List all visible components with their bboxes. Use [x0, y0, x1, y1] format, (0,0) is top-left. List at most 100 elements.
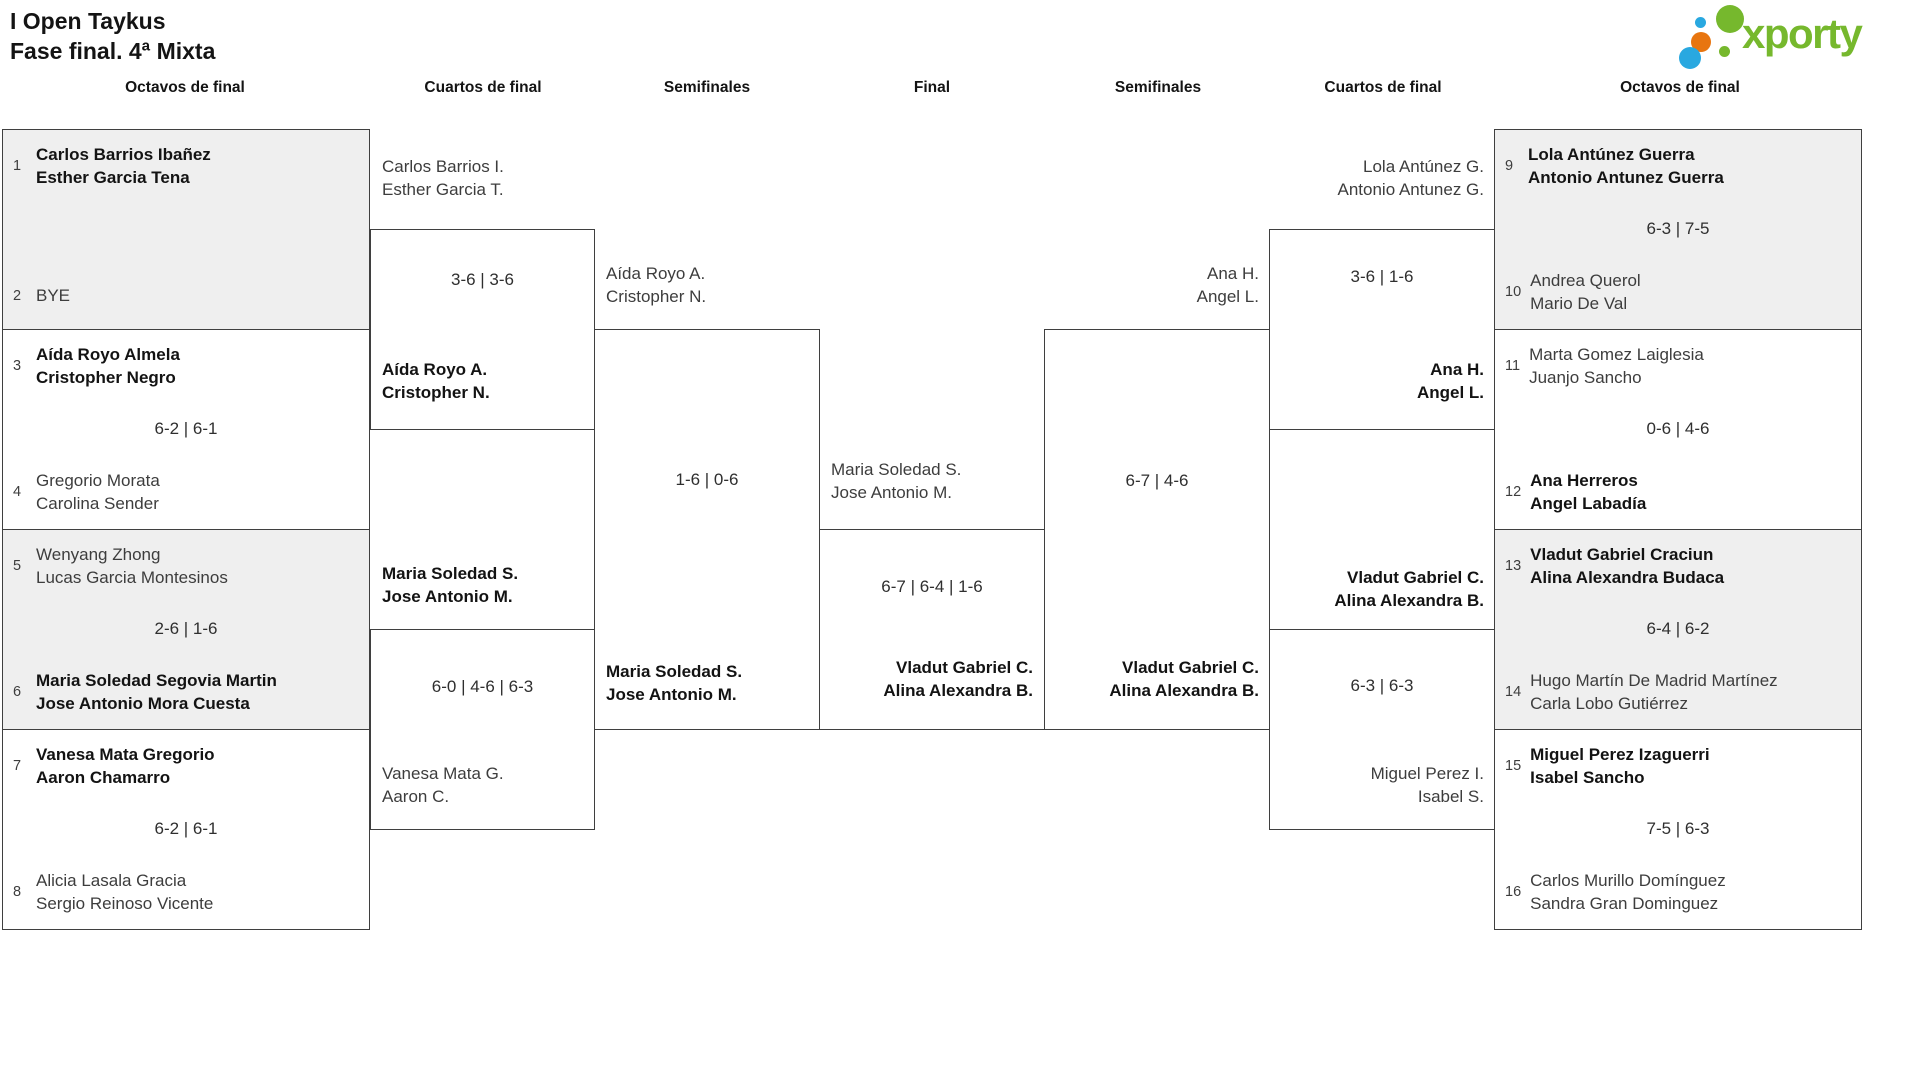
player-name: Carlos Murillo Domínguez [1530, 871, 1726, 890]
player-name: Angel Labadía [1530, 494, 1647, 513]
player-name: Maria Soledad S. [606, 662, 743, 681]
player-name: Aída Royo Almela [36, 345, 180, 364]
player-name: Carolina Sender [36, 494, 159, 513]
team-13: 13 Vladut Gabriel Craciun Alina Alexandr… [1505, 543, 1724, 589]
player-name: Sandra Gran Dominguez [1530, 894, 1719, 913]
player-name: Maria Soledad Segovia Martin [36, 671, 277, 690]
player-name: Alina Alexandra B. [1334, 591, 1484, 610]
player-name: Aaron C. [382, 787, 450, 806]
player-name: Juanjo Sancho [1529, 368, 1642, 387]
qf4-score: 6-3 | 6-3 [1350, 676, 1414, 695]
match-score: 7-5 | 6-3 [1646, 819, 1710, 838]
header-final: Final [913, 79, 951, 96]
seed-number: 7 [13, 758, 22, 774]
team-12: 12 Ana Herreros Angel Labadía [1505, 469, 1646, 515]
match-box-3-4: 3 Aída Royo Almela Cristopher Negro 6-2 … [2, 329, 370, 530]
sf-left-score: 1-6 | 0-6 [675, 470, 739, 489]
player-name: Ana H. [1430, 360, 1484, 379]
page-title: I Open Taykus Fase final. 4ª Mixta [10, 6, 215, 66]
match-score: 6-2 | 6-1 [154, 419, 218, 438]
match-score: 2-6 | 1-6 [154, 619, 218, 638]
player-name: Andrea Querol [1530, 271, 1641, 290]
team-4: 4 Gregorio Morata Carolina Sender [13, 469, 160, 515]
match-box-5-6: 5 Wenyang Zhong Lucas Garcia Montesinos … [2, 529, 370, 730]
header-cuartos-right: Cuartos de final [1324, 79, 1442, 96]
seed-number: 15 [1505, 758, 1522, 774]
header-cuartos-left: Cuartos de final [424, 79, 542, 96]
player-name: Lucas Garcia Montesinos [36, 568, 228, 587]
header-semis-right: Semifinales [1114, 79, 1202, 96]
sf-right-score: 6-7 | 4-6 [1125, 471, 1189, 490]
player-name: Aaron Chamarro [36, 768, 171, 787]
player-name: Maria Soledad S. [382, 564, 519, 583]
player-name: Jose Antonio M. [831, 483, 952, 502]
player-name: Aída Royo A. [606, 264, 706, 283]
player-name: Alina Alexandra Budaca [1530, 568, 1725, 587]
final-score: 6-7 | 6-4 | 1-6 [881, 577, 983, 596]
player-name: Vanesa Mata G. [382, 764, 504, 783]
seed-number: 5 [13, 558, 22, 574]
player-name: Ana Herreros [1530, 471, 1638, 490]
player-name: Jose Antonio M. [606, 685, 737, 704]
sf-right-top-team: Ana H. Angel L. [1197, 262, 1259, 308]
player-name: Vladut Gabriel C. [1347, 568, 1484, 587]
player-name: Jose Antonio Mora Cuesta [36, 694, 250, 713]
qf2-bottom-team: Vanesa Mata G. Aaron C. [382, 762, 504, 808]
final-bottom-team: Vladut Gabriel C. Alina Alexandra B. [883, 656, 1033, 702]
final-top-team: Maria Soledad S. Jose Antonio M. [831, 458, 961, 504]
seed-number: 8 [13, 884, 22, 900]
seed-number: 16 [1505, 884, 1522, 900]
player-name: Miguel Perez I. [1370, 764, 1484, 783]
qf2-score: 6-0 | 4-6 | 6-3 [431, 677, 534, 696]
seed-number: 14 [1505, 684, 1522, 700]
player-name: Sergio Reinoso Vicente [36, 894, 214, 913]
player-name: Vanesa Mata Gregorio [36, 745, 215, 764]
match-score: 6-4 | 6-2 [1646, 619, 1710, 638]
team-2: 2 BYE [13, 284, 70, 307]
player-name: Miguel Perez Izaguerri [1530, 745, 1710, 764]
header-octavos-right: Octavos de final [1620, 79, 1740, 96]
player-name: Antonio Antunez G. [1337, 180, 1485, 199]
qf3-score: 3-6 | 1-6 [1350, 267, 1414, 286]
player-name: Vladut Gabriel C. [1122, 658, 1259, 677]
player-name: Hugo Martín De Madrid Martínez [1530, 671, 1778, 690]
seed-number: 1 [13, 158, 22, 174]
team-14: 14 Hugo Martín De Madrid Martínez Carla … [1505, 669, 1778, 715]
xporty-logo: xporty [1676, 4, 1872, 69]
player-name: Isabel Sancho [1530, 768, 1645, 787]
logo-dot-green-small [1719, 46, 1730, 57]
tournament-name: I Open Taykus [10, 8, 166, 34]
match-box-1-2: 1 Carlos Barrios Ibañez Esther Garcia Te… [2, 129, 370, 330]
qf4-top-team: Vladut Gabriel C. Alina Alexandra B. [1334, 566, 1484, 612]
match-box-9-10: 9 Lola Antúnez Guerra Antonio Antunez Gu… [1494, 129, 1862, 330]
player-name: Alina Alexandra B. [883, 681, 1033, 700]
seed-number: 9 [1505, 158, 1514, 174]
player-name: Angel L. [1416, 383, 1484, 402]
qf1-score: 3-6 | 3-6 [450, 270, 514, 289]
match-box-11-12: 11 Marta Gomez Laiglesia Juanjo Sancho 0… [1494, 329, 1862, 530]
seed-number: 3 [13, 358, 22, 374]
player-name: Ana H. [1207, 264, 1259, 283]
team-9: 9 Lola Antúnez Guerra Antonio Antunez Gu… [1505, 143, 1724, 189]
player-name: Maria Soledad S. [831, 460, 962, 479]
player-name: Marta Gomez Laiglesia [1529, 345, 1704, 364]
player-name: Esther Garcia Tena [36, 168, 190, 187]
player-name: Esther Garcia T. [382, 180, 504, 199]
match-score: 6-2 | 6-1 [154, 819, 218, 838]
quarterfinal-4-box [1269, 629, 1495, 830]
player-name: Carlos Barrios I. [382, 157, 504, 176]
seed-number: 10 [1505, 284, 1522, 300]
player-name: Wenyang Zhong [36, 545, 161, 564]
team-15: 15 Miguel Perez Izaguerri Isabel Sancho [1505, 743, 1710, 789]
player-name: Cristopher Negro [36, 368, 176, 387]
seed-number: 4 [13, 484, 22, 500]
player-name: Antonio Antunez Guerra [1528, 168, 1724, 187]
match-box-13-14: 13 Vladut Gabriel Craciun Alina Alexandr… [1494, 529, 1862, 730]
qf3-top-team: Lola Antúnez G. Antonio Antunez G. [1338, 155, 1485, 201]
player-name: Vladut Gabriel C. [896, 658, 1033, 677]
team-7: 7 Vanesa Mata Gregorio Aaron Chamarro [13, 743, 215, 789]
qf1-bottom-team: Aída Royo A. Cristopher N. [382, 358, 490, 404]
team-10: 10 Andrea Querol Mario De Val [1505, 269, 1641, 315]
final-box [819, 529, 1045, 730]
player-name: Lola Antúnez G. [1363, 157, 1484, 176]
